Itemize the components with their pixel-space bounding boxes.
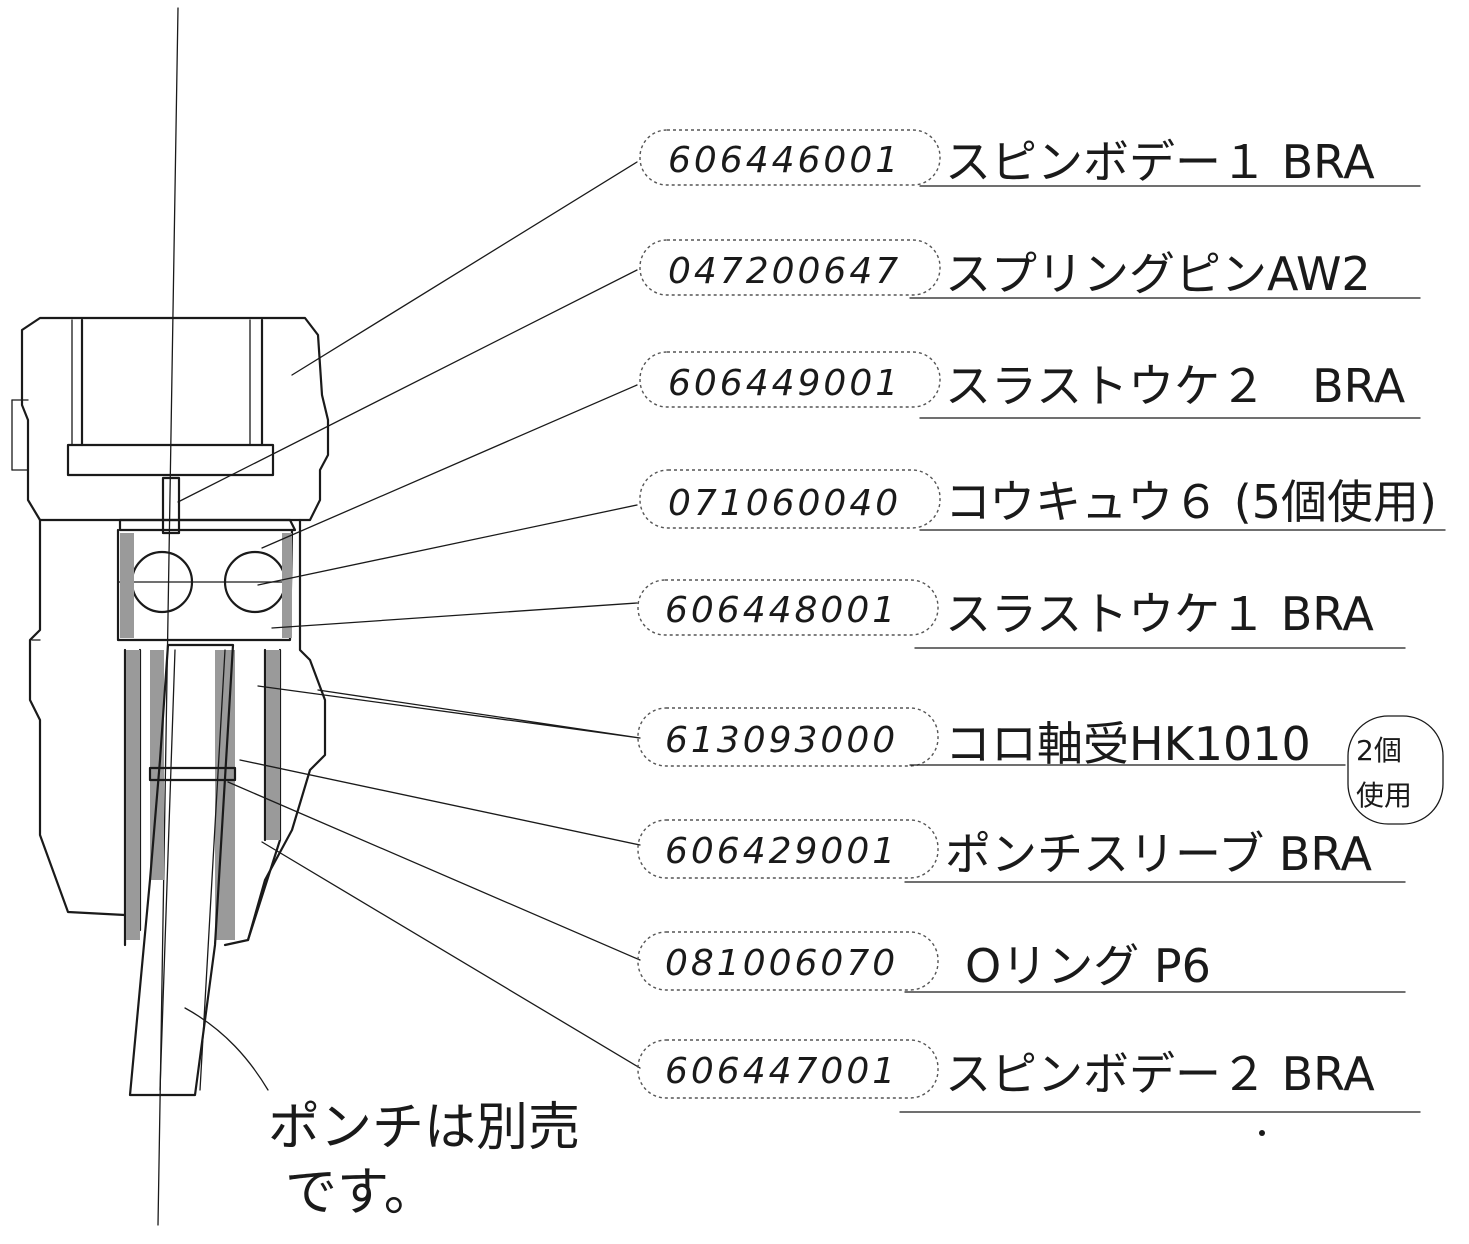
part-callout: 606449001 スラストウケ２ BRA <box>639 351 1421 419</box>
part-number: 606429001 <box>665 831 898 872</box>
leader-line-8 <box>227 781 641 961</box>
part-name: スピンボデー１ BRA <box>945 135 1375 189</box>
note-leader <box>184 1007 269 1091</box>
part-number: 047200647 <box>668 251 901 292</box>
leader-line-4 <box>257 504 638 586</box>
spin-body-drawing <box>11 316 330 1097</box>
part-name: Oリング P6 <box>965 939 1211 993</box>
part-number: 071060040 <box>668 483 901 524</box>
part-name: ポンチスリーブ BRA <box>945 827 1373 881</box>
part-name: スピンボデー２ BRA <box>945 1047 1375 1101</box>
part-name: スラストウケ１ BRA <box>945 587 1374 641</box>
leader-line-2 <box>177 269 638 503</box>
part-callout: 606446001 スピンボデー１ BRA <box>639 129 1421 189</box>
part-callout: 613093000 コロ軸受HK1010 2個 使用 <box>637 707 1444 825</box>
leader-line-5 <box>271 602 638 629</box>
part-name: コウキュウ６ (5個使用) <box>945 475 1437 529</box>
part-callout: 606448001 スラストウケ１ BRA <box>637 579 1406 649</box>
part-number: 606447001 <box>665 1051 898 1092</box>
leader-line-6 <box>257 685 641 739</box>
part-callout: 606447001 スピンボデー２ BRA <box>637 1039 1421 1113</box>
part-name: コロ軸受HK1010 <box>945 717 1311 771</box>
part-number: 613093000 <box>665 720 898 761</box>
part-number: 081006070 <box>665 943 898 984</box>
leader-line-3 <box>261 384 638 549</box>
speck <box>1259 1130 1265 1136</box>
leader-lines <box>177 161 641 1091</box>
leader-line-9 <box>261 841 641 1069</box>
punch-note-line2: です。 <box>285 1163 436 1223</box>
punch-note-line1: ポンチは別売 <box>268 1098 580 1158</box>
center-line <box>157 7 179 1226</box>
part-number: 606449001 <box>668 363 901 404</box>
leader-line-1 <box>291 161 638 376</box>
qty-note-line2: 使用 <box>1356 779 1412 812</box>
part-number: 606446001 <box>668 140 901 181</box>
part-callout: 071060040 コウキュウ６ (5個使用) <box>639 469 1446 531</box>
qty-note-line1: 2個 <box>1356 734 1402 767</box>
part-callout: 047200647 スプリングピンAW2 <box>639 239 1421 301</box>
part-callout: 606429001 ポンチスリーブ BRA <box>637 819 1406 883</box>
leader-line-7 <box>239 759 641 846</box>
part-name: スラストウケ２ BRA <box>945 359 1406 413</box>
part-number: 606448001 <box>665 590 898 631</box>
part-callout: 081006070 Oリング P6 <box>637 931 1406 993</box>
part-name: スプリングピンAW2 <box>945 247 1371 301</box>
